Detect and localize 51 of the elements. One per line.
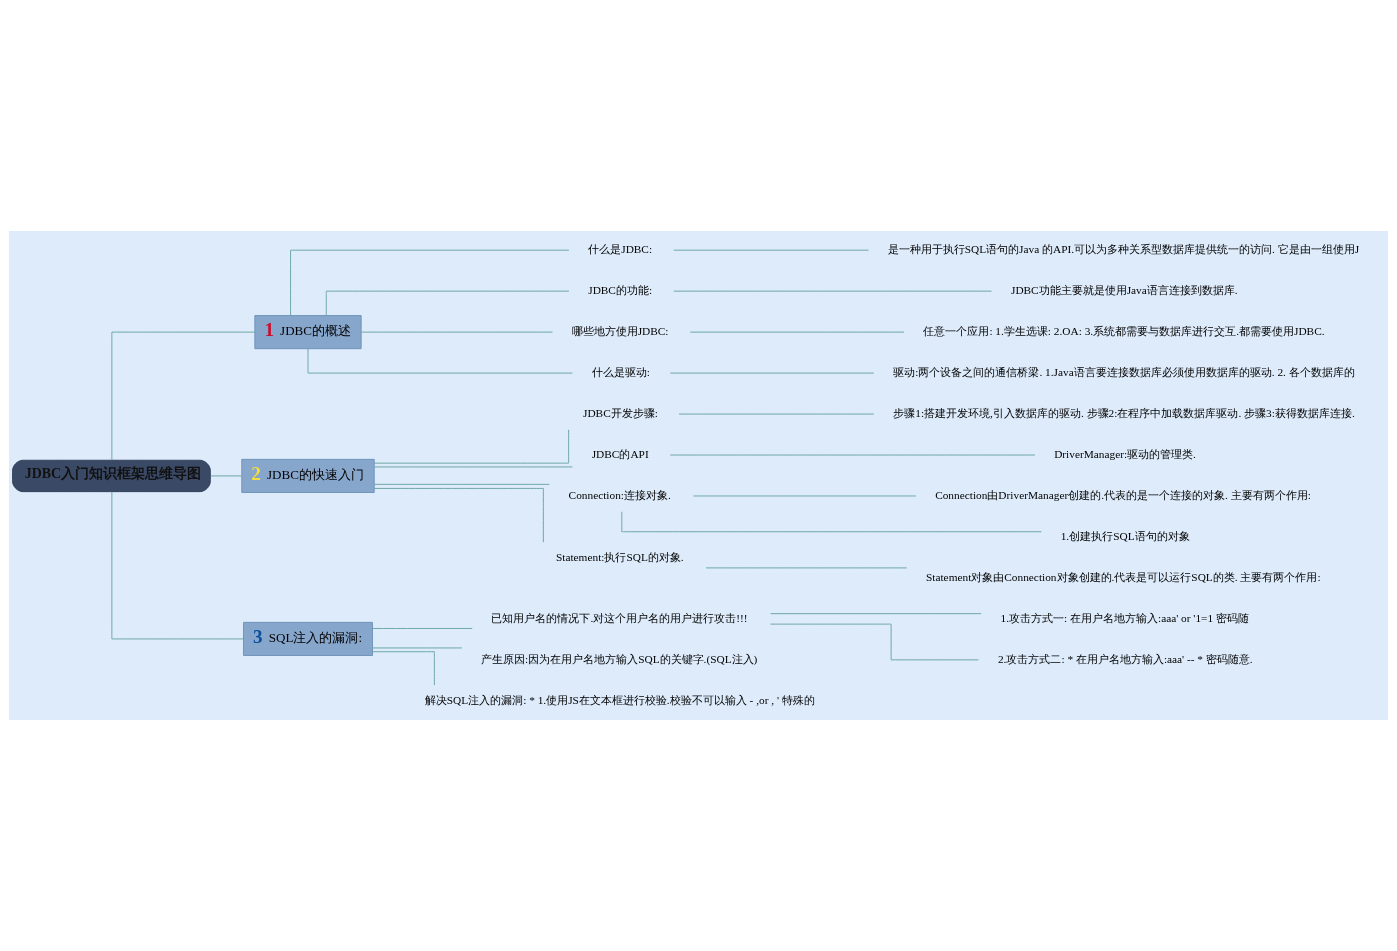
node-text: 1.攻击方式一: 在用户名地方输入:aaa' or '1=1 密码随 — [1000, 611, 1249, 624]
connector — [361, 331, 553, 333]
connector — [770, 613, 982, 615]
node-text: JDBC开发步骤: — [583, 407, 658, 420]
connector — [669, 372, 875, 374]
node-text: DriverManager:驱动的管理类. — [1054, 447, 1196, 460]
node-text: Connection:连接对象. — [568, 488, 671, 501]
connector — [374, 429, 570, 464]
connector — [290, 249, 570, 316]
connector — [693, 495, 917, 497]
connector — [111, 491, 244, 640]
connector — [705, 567, 908, 569]
node-text: Connection由DriverManager创建的.代表的是一个连接的对象. 主要有两个作用: — [935, 488, 1311, 501]
connector — [210, 475, 242, 477]
node-text: JDBC的功能: — [588, 284, 653, 297]
node-text: 什么是驱动: — [591, 366, 650, 379]
node-text: JDBC功能主要就是使用Java语言连接到数据库. — [1010, 284, 1238, 297]
node-box: 1 JDBC的概述 — [254, 315, 362, 350]
node-text: 2.攻击方式二: * 在用户名地方输入:aaa' -- * 密码随意. — [997, 652, 1253, 665]
connector — [307, 348, 573, 374]
node-text: 步骤1:搭建开发环境,引入数据库的驱动. 步骤2:在程序中加载数据库驱动. 步骤3:获得数据库连接. — [893, 407, 1355, 420]
connector — [621, 511, 1042, 533]
node-text: 1.创建执行SQL语句的对象 — [1060, 529, 1190, 542]
connector — [770, 623, 979, 661]
connector — [673, 290, 992, 292]
connector — [678, 413, 875, 415]
connector — [374, 483, 550, 485]
connector — [372, 628, 473, 629]
node-box: 3 SQL注入的漏洞: — [243, 621, 373, 656]
node-box: JDBC入门知识框架思维导图 — [12, 459, 211, 493]
node-box: 2 JDBC的快速入门 — [241, 458, 375, 493]
connector — [372, 651, 435, 686]
connector — [374, 466, 573, 468]
node-text: 是一种用于执行SQL语句的Java 的API.可以为多种关系型数据库提供统一的访问. 它是由一组使用J — [887, 243, 1360, 256]
node-text: 任意一个应用: 1.学生选课: 2.OA: 3.系统都需要与数据库进行交互.都需要使用JDBC. — [923, 325, 1325, 338]
connector — [374, 488, 544, 543]
node-text: 解决SQL注入的漏洞: * 1.使用JS在文本框进行校验.校验不可以输入 - ,or , ' 特殊的 — [424, 693, 815, 706]
node-text: JDBC的API — [591, 447, 649, 460]
node-text: 产生原因:因为在用户名地方输入SQL的关键字.(SQL注入) — [481, 652, 758, 665]
connector — [325, 290, 570, 316]
node-text: 什么是JDBC: — [588, 243, 653, 256]
node-text: 已知用户名的情况下.对这个用户名的用户进行攻击!!! — [491, 611, 748, 624]
connector — [673, 249, 869, 251]
connector — [689, 331, 905, 333]
node-text: Statement对象由Connection对象创建的.代表是可以运行SQL的类. 主要有两个作用: — [926, 570, 1321, 583]
connector — [111, 331, 256, 461]
connector — [372, 647, 463, 649]
node-text: 驱动:两个设备之间的通信桥梁. 1.Java语言要连接数据库必须使用数据库的驱动. 2. 各个数据库的 — [893, 366, 1355, 379]
connector — [669, 454, 1036, 456]
node-text: Statement:执行SQL的对象. — [555, 550, 684, 563]
node-text: 哪些地方使用JDBC: — [571, 325, 669, 338]
